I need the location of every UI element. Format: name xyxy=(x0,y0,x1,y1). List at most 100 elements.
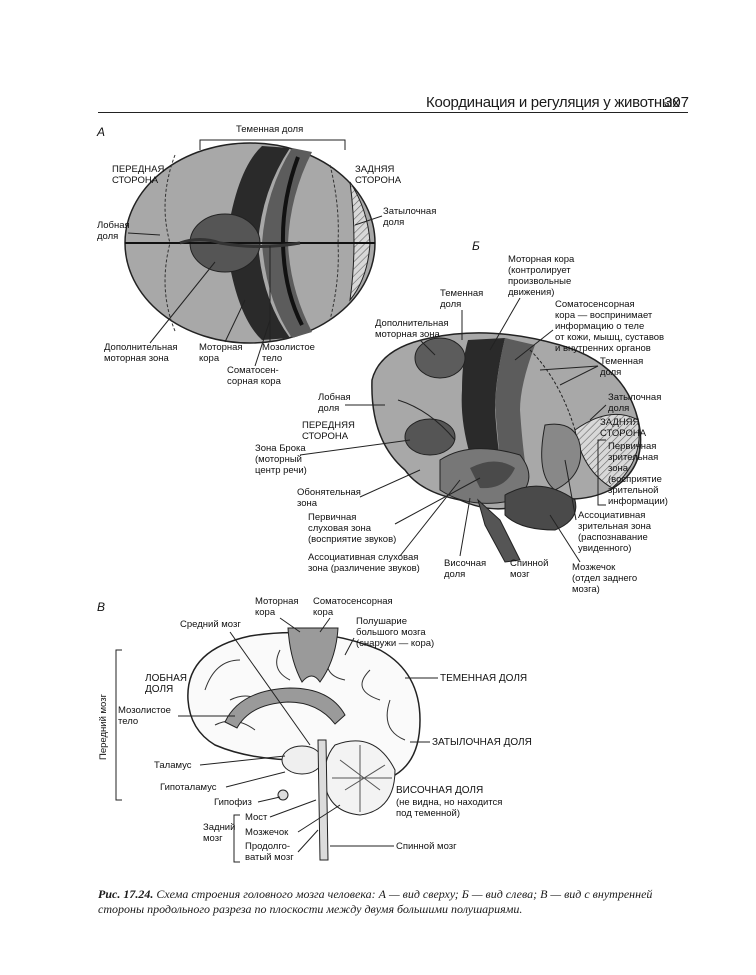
a-somato-2: сорная кора xyxy=(227,376,282,387)
b-occipital-2: доля xyxy=(608,403,629,414)
b-auditory-3: (восприятие звуков) xyxy=(308,534,396,545)
b-assoc-visual-2: зрительная зона xyxy=(578,521,652,532)
b-somato-3: информацию о теле xyxy=(555,321,644,332)
a-parietal-label: Теменная доля xyxy=(236,124,303,135)
running-header-title: Координация и регуляция у животных xyxy=(426,94,680,111)
c-frontal-2: ДОЛЯ xyxy=(145,684,173,695)
b-assoc-visual-4: увиденного) xyxy=(578,543,631,554)
a-motor-2: кора xyxy=(199,353,220,364)
b-parietal-right-2: доля xyxy=(600,367,621,378)
c-motor-2: кора xyxy=(255,607,276,618)
brain-top-view xyxy=(124,142,376,344)
b-spinal-2: мозг xyxy=(510,569,530,580)
c-pons: Мост xyxy=(245,812,268,823)
brain-sagittal-view xyxy=(187,627,421,861)
b-somato-4: от кожи, мышц, суставов xyxy=(555,332,664,343)
c-callosum-2: тело xyxy=(118,716,138,727)
c-hindbrain-1: Задний xyxy=(203,822,235,833)
c-occipital: ЗАТЫЛОЧНАЯ ДОЛЯ xyxy=(432,737,532,748)
c-frontal-1: ЛОБНАЯ xyxy=(145,673,187,684)
b-somato-5: и внутренних органов xyxy=(555,343,651,354)
c-parietal: ТЕМЕННАЯ ДОЛЯ xyxy=(440,673,527,684)
c-pituitary: Гипофиз xyxy=(214,797,252,808)
b-back-side-1: ЗАДНЯЯ xyxy=(600,417,640,428)
a-occipital-1: Затылочная xyxy=(383,206,436,217)
a-callosum-1: Мозолистое xyxy=(262,342,315,353)
b-visual-5: зрительной xyxy=(608,485,659,496)
b-visual-2: зрительная xyxy=(608,452,658,463)
b-back-side-2: СТОРОНА xyxy=(600,428,647,439)
b-visual-1: Первичная xyxy=(608,441,656,452)
b-assoc-visual-1: Ассоциативная xyxy=(578,510,645,521)
c-hindbrain-2: мозг xyxy=(203,833,223,844)
b-frontal-1: Лобная xyxy=(318,392,351,403)
panel-c-letter: В xyxy=(97,600,105,614)
b-parietal-top-2: доля xyxy=(440,299,461,310)
b-motor-1: Моторная кора xyxy=(508,254,575,265)
b-frontal-2: доля xyxy=(318,403,339,414)
b-front-side-1: ПЕРЕДНЯЯ xyxy=(302,420,355,431)
panel-b-letter: Б xyxy=(472,239,480,253)
c-callosum-1: Мозолистое xyxy=(118,705,171,716)
b-assoc-auditory-1: Ассоциативная слуховая xyxy=(308,552,418,563)
b-broca-1: Зона Брока xyxy=(255,443,306,454)
c-forebrain: Передний мозг xyxy=(98,693,109,760)
a-somato-1: Соматосен- xyxy=(227,365,279,376)
b-front-side-2: СТОРОНА xyxy=(302,431,349,442)
c-temporal-3: под теменной) xyxy=(396,808,460,819)
b-parietal-right-1: Теменная xyxy=(600,356,643,367)
b-visual-4: (восприятие xyxy=(608,474,662,485)
c-motor-1: Моторная xyxy=(255,596,299,607)
b-cerebellum-1: Мозжечок xyxy=(572,562,616,573)
b-supp-motor-2: моторная зона xyxy=(375,329,441,340)
c-medulla-2: ватый мозг xyxy=(245,852,294,863)
b-somato-2: кора — воспринимает xyxy=(555,310,653,321)
c-somato-2: кора xyxy=(313,607,334,618)
b-auditory-2: слуховая зона xyxy=(308,523,372,534)
c-thalamus: Таламус xyxy=(154,760,192,771)
a-occipital-2: доля xyxy=(383,217,404,228)
b-cerebellum-3: мозга) xyxy=(572,584,600,595)
b-spinal-1: Спинной xyxy=(510,558,548,569)
b-somato-1: Соматосенсорная xyxy=(555,299,635,310)
a-frontal-1: Лобная xyxy=(97,220,130,231)
c-hemisphere-1: Полушарие xyxy=(356,616,407,627)
a-frontal-2: доля xyxy=(97,231,118,242)
c-midbrain: Средний мозг xyxy=(180,619,241,630)
b-assoc-visual-3: (распознавание xyxy=(578,532,648,543)
a-supp-motor-1: Дополнительная xyxy=(104,342,178,353)
b-visual-6: информации) xyxy=(608,496,668,507)
figure-caption: Рис. 17.24. Схема строения головного моз… xyxy=(98,887,688,917)
b-olfactory-1: Обонятельная xyxy=(297,487,361,498)
page-number: 307 xyxy=(664,94,690,111)
c-spinal: Спинной мозг xyxy=(396,841,457,852)
c-hemisphere-2: большого мозга xyxy=(356,627,426,638)
b-temporal-2: доля xyxy=(444,569,465,580)
b-supp-motor-1: Дополнительная xyxy=(375,318,449,329)
figure-number: Рис. 17.24. xyxy=(98,887,154,901)
b-assoc-auditory-2: зона (различение звуков) xyxy=(308,563,420,574)
b-motor-3: произвольные xyxy=(508,276,571,287)
c-somato-1: Соматосенсорная xyxy=(313,596,393,607)
b-temporal-1: Височная xyxy=(444,558,486,569)
b-visual-3: зона xyxy=(608,463,629,474)
panel-a-letter: А xyxy=(96,125,105,139)
a-back-side-2: СТОРОНА xyxy=(355,175,402,186)
a-motor-1: Моторная xyxy=(199,342,243,353)
c-temporal-2: (не видна, но находится xyxy=(396,797,502,808)
c-hypothalamus: Гипоталамус xyxy=(160,782,217,793)
b-broca-2: (моторный xyxy=(255,454,302,465)
a-back-side-1: ЗАДНЯЯ xyxy=(355,164,395,175)
header-rule xyxy=(98,112,688,113)
a-supp-motor-2: моторная зона xyxy=(104,353,170,364)
a-front-side-1: ПЕРЕДНАЯ xyxy=(112,164,164,175)
b-motor-4: движения) xyxy=(508,287,554,298)
c-hemisphere-3: (снаружи — кора) xyxy=(356,638,434,649)
c-temporal-1: ВИСОЧНАЯ ДОЛЯ xyxy=(396,785,483,796)
b-parietal-top-1: Теменная xyxy=(440,288,483,299)
b-auditory-1: Первичная xyxy=(308,512,356,523)
c-cerebellum: Мозжечок xyxy=(245,827,289,838)
b-motor-2: (контролирует xyxy=(508,265,571,276)
b-broca-3: центр речи) xyxy=(255,465,307,476)
